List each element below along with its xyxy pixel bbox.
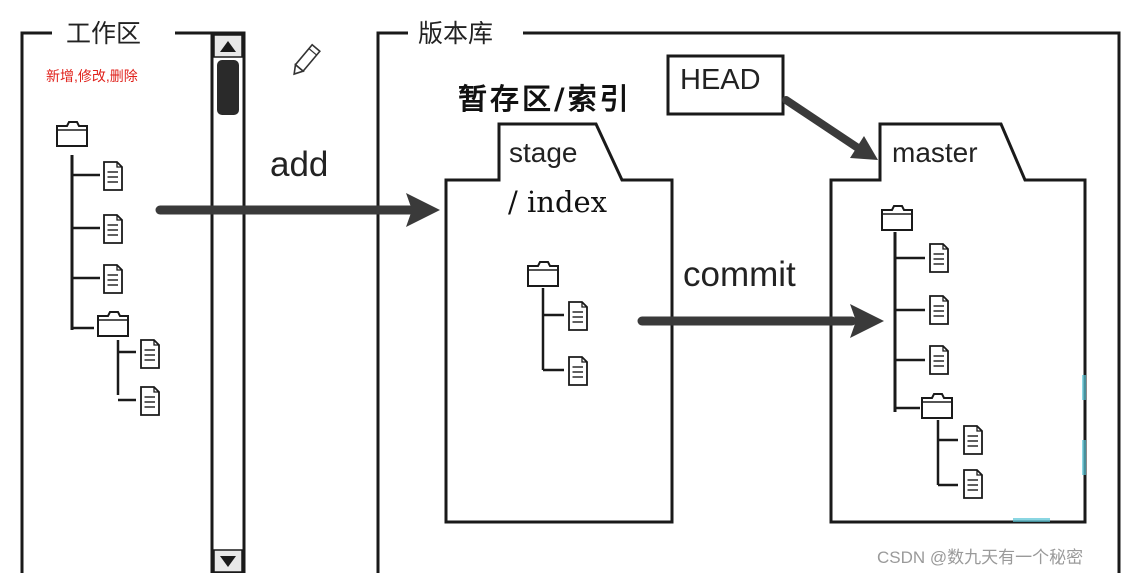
file-icon: [568, 301, 588, 331]
scroll-thumb: [217, 60, 239, 115]
workspace-note: 新增,修改,删除: [46, 68, 138, 84]
scroll-up-icon: [220, 41, 236, 52]
scrollbar[interactable]: [210, 31, 246, 573]
workspace-frame: [20, 31, 52, 573]
file-icon: [103, 161, 123, 191]
file-icon: [140, 386, 160, 416]
file-icon: [103, 264, 123, 294]
add-label: add: [270, 145, 329, 184]
head-label: HEAD: [680, 64, 761, 96]
stage-box: [444, 122, 674, 524]
scroll-down-icon: [220, 556, 236, 567]
stage-tree: [527, 261, 588, 386]
folder-icon: [527, 261, 559, 287]
edge-marks: [1013, 375, 1086, 522]
file-icon: [568, 356, 588, 386]
repository-title: 版本库: [414, 14, 498, 50]
file-icon: [963, 469, 983, 499]
file-icon: [963, 425, 983, 455]
master-tab-label: master: [892, 137, 978, 168]
folder-icon: [56, 121, 88, 147]
workspace-tree: [56, 121, 160, 416]
folder-icon: [921, 393, 953, 419]
master-tree: [881, 205, 983, 499]
folder-icon: [97, 311, 129, 337]
file-icon: [103, 214, 123, 244]
staging-label: 暂存区/索引: [458, 82, 632, 116]
file-icon: [929, 345, 949, 375]
folder-icon: [881, 205, 913, 231]
workspace-title: 工作区: [62, 14, 146, 50]
head-box: [666, 54, 785, 116]
watermark: CSDN @数九天有一个秘密: [877, 548, 1084, 567]
commit-label: commit: [683, 255, 796, 294]
stage-tab-label: stage: [509, 137, 578, 168]
repository-frame-top: [523, 31, 1121, 573]
pencil-icon: [293, 43, 321, 76]
head-arrow: [782, 96, 862, 152]
repository-frame: [376, 31, 408, 573]
file-icon: [140, 339, 160, 369]
file-icon: [929, 243, 949, 273]
file-icon: [929, 295, 949, 325]
index-label: / index: [508, 185, 608, 219]
